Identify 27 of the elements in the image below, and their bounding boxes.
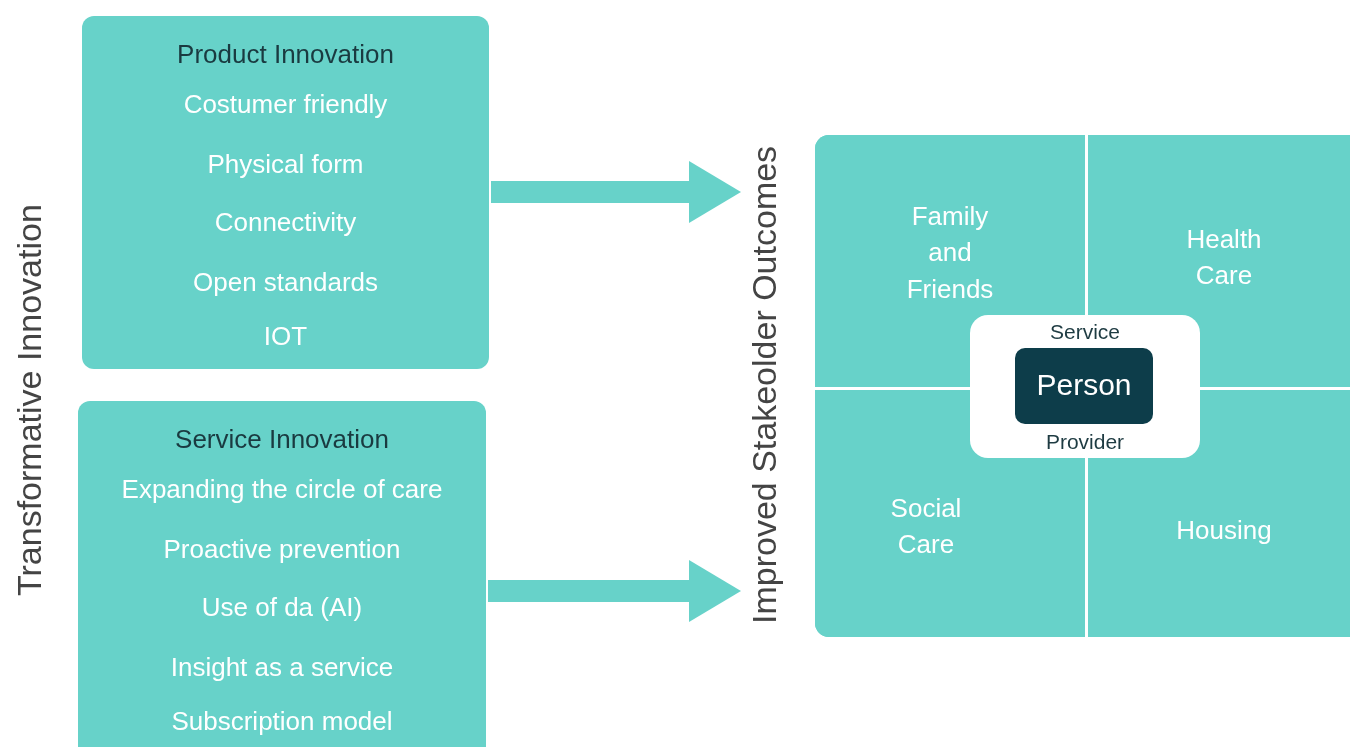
cell-label: Social Care bbox=[889, 492, 963, 562]
cell-label: Family and Friends bbox=[905, 200, 995, 306]
panel-label: Provider bbox=[1045, 429, 1125, 455]
cell-label: Health Care bbox=[1185, 223, 1263, 293]
vertical-label: Transformative Innovation bbox=[10, 203, 49, 598]
card-heading: Product Innovation bbox=[177, 38, 394, 71]
list-item: Expanding the circle of care bbox=[121, 473, 443, 506]
list-item: Subscription model bbox=[171, 705, 393, 738]
cell-label: Housing bbox=[1176, 514, 1272, 547]
list-item: IOT bbox=[263, 320, 308, 353]
panel-label: Service bbox=[1050, 319, 1120, 345]
list-item: Proactive prevention bbox=[163, 533, 401, 566]
block-arrow bbox=[488, 560, 741, 622]
list-item: Open standards bbox=[193, 266, 378, 299]
service-provider-panel bbox=[970, 315, 1200, 458]
vertical-heading: Improved Stakeolder Outcomes bbox=[745, 120, 784, 650]
list-item: Insight as a service bbox=[170, 651, 394, 684]
innovation-card bbox=[78, 401, 486, 747]
list-item: Costumer friendly bbox=[183, 88, 388, 121]
person-box bbox=[1015, 348, 1153, 424]
card-heading: Service Innovation bbox=[175, 423, 389, 456]
innovation-card bbox=[82, 16, 489, 369]
list-item: Physical form bbox=[207, 148, 364, 181]
list-item: Use of da (AI) bbox=[201, 591, 363, 624]
block-arrow bbox=[491, 161, 741, 223]
person-label: Person bbox=[1036, 367, 1132, 403]
list-item: Connectivity bbox=[214, 206, 357, 239]
